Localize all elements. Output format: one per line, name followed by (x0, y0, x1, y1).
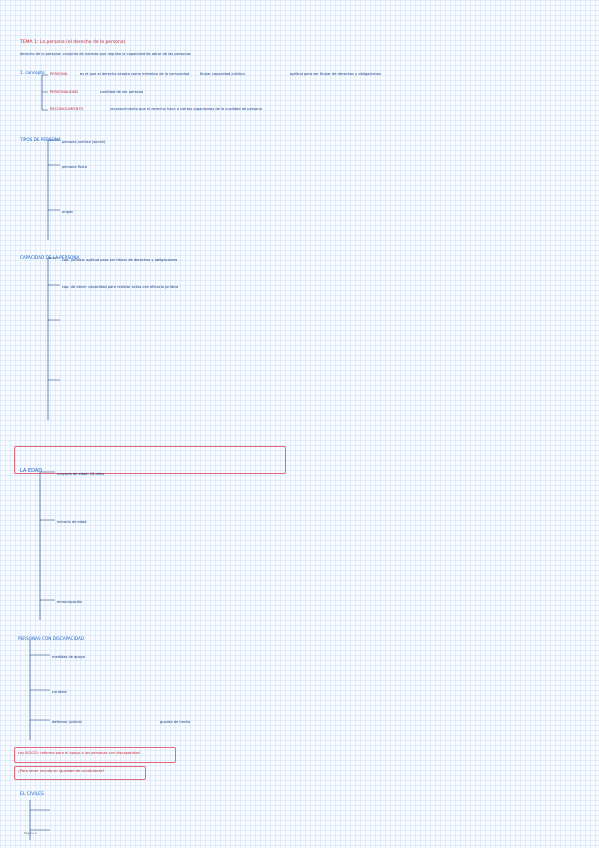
capacidad-heading: CAPACIDAD DE LA PERSONA (20, 255, 80, 260)
emancipacion-text: emancipación (57, 600, 83, 604)
medidas-text: medidas de apoyo (52, 655, 86, 659)
personalidad-label: PERSONALIDAD (50, 90, 79, 94)
note-box-2 (14, 747, 176, 763)
civiles-heading: EL CIVILES (20, 792, 44, 797)
guarda-text: guarda de hecho (160, 720, 191, 724)
note-1: Ley 8/2021: reforma para el apoyo a las … (18, 751, 140, 755)
page-title: TEMA 1: La persona (el derecho de la per… (20, 40, 126, 45)
personalidad-definition: cualidad de ser persona (100, 90, 144, 94)
intro-text: derecho de la persona: conjunto de norma… (20, 52, 191, 56)
origen-text: origen (62, 210, 74, 214)
note-box-3 (14, 766, 146, 780)
concept-heading: 1. concepto (20, 70, 45, 75)
reconocimiento-definition: reconocimiento que el derecho hace a cie… (110, 107, 262, 111)
minoria-text: minoría de edad (57, 520, 87, 524)
tipos-heading: TIPOS DE PERSONA (20, 137, 61, 142)
page-footer: Página 1 (24, 831, 37, 835)
curatela-text: curatela (52, 690, 67, 694)
persona-label: PERSONA (50, 72, 68, 76)
edad-heading: LA EDAD (20, 468, 43, 474)
aptitud-text: aptitud para ser titular de derechos y o… (290, 72, 381, 76)
reconocimiento-label: RECONOCIMIENTO (50, 107, 84, 111)
juridica-text: persona jurídica (social) (62, 140, 106, 144)
cap-juridica-text: cap. jurídica: aptitud para ser titular … (62, 258, 178, 262)
note-box-1 (14, 446, 286, 474)
cap-obrar-text: cap. de obrar: capacidad para realizar a… (62, 285, 179, 289)
proteccion-heading: PERSONAS CON DISCAPACIDAD (18, 636, 85, 641)
note-2: ¿Para tener mundo en igualdad de condici… (18, 769, 105, 773)
persona-definition: es el que el derecho acepta como miembro… (80, 72, 190, 76)
fisica-text: persona física (62, 165, 87, 169)
mayoria-text: mayoría de edad: 18 años (57, 472, 105, 476)
titular-text: titular capacidad jurídica (200, 72, 245, 76)
defensor-text: defensor judicial (52, 720, 82, 724)
